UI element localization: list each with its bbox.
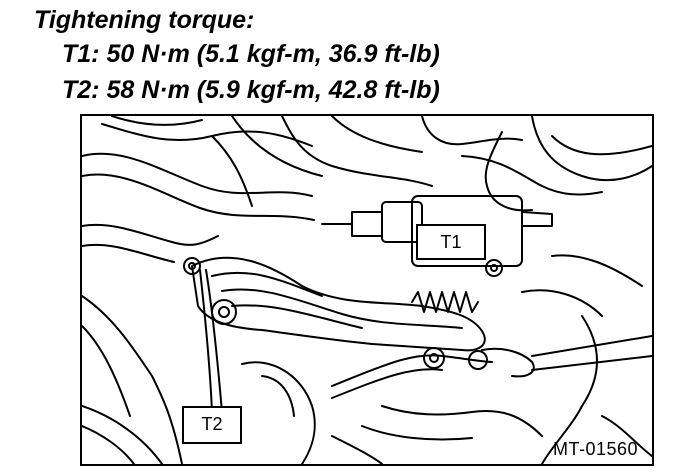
lower-rod: [331, 335, 652, 399]
torque-heading: Tightening torque:: [34, 6, 255, 34]
linkage-arm: [183, 256, 486, 352]
callout-t1: T1: [416, 224, 486, 260]
torque-spec-t1: T1: 50 N·m (5.1 kgf-m, 36.9 ft-lb): [62, 40, 440, 68]
illustration-drawing: [82, 116, 652, 464]
upper-right-hoses: [421, 116, 652, 212]
upper-left-hoses: [82, 116, 433, 263]
lower-left-parts: [82, 295, 316, 464]
t2-bolt: [199, 269, 223, 413]
figure-id: MT-01560: [552, 439, 638, 459]
lower-right-parts: [331, 254, 652, 464]
spring: [411, 291, 479, 313]
mechanical-illustration: T1 T2 MT-01560: [80, 114, 654, 466]
callout-t2: T2: [182, 406, 242, 444]
upper-bracket-assembly: [321, 195, 553, 277]
torque-spec-t2: T2: 58 N·m (5.9 kgf-m, 42.8 ft-lb): [62, 76, 440, 104]
